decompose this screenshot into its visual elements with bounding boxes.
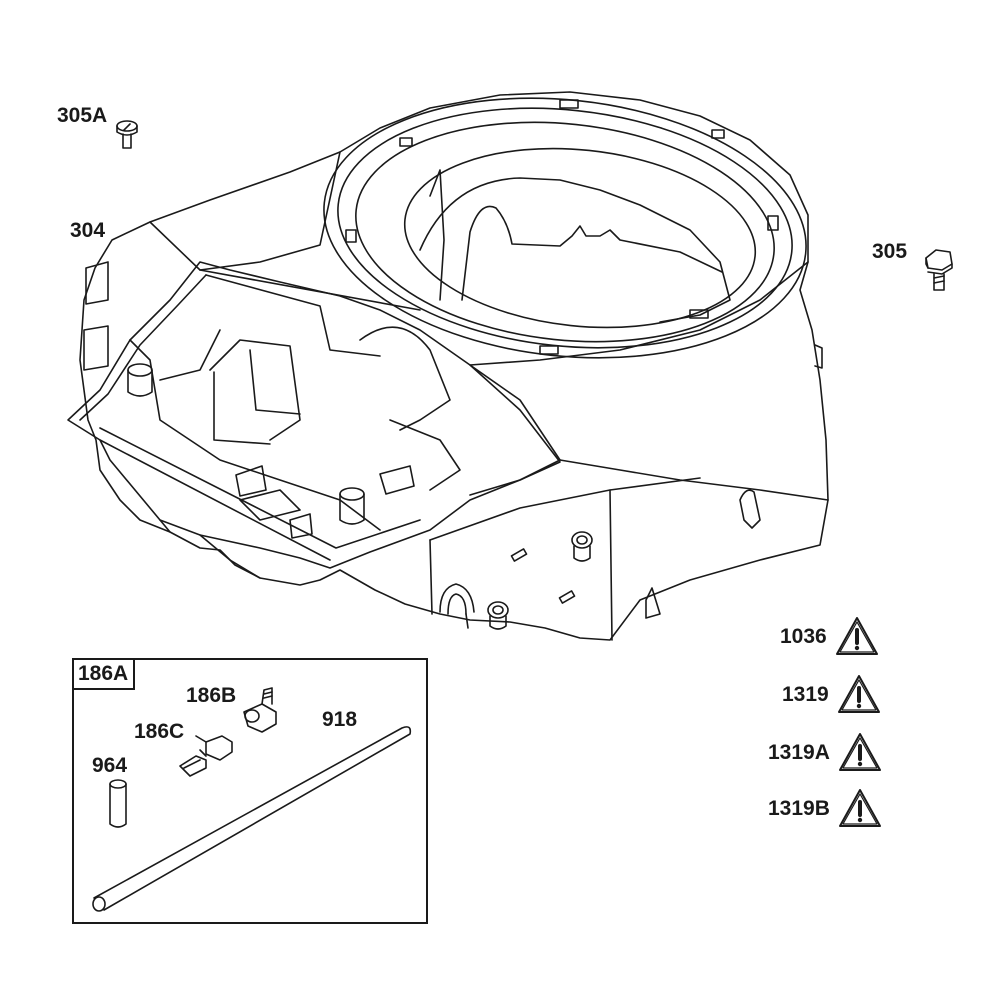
warning-1319: 1319 [782, 674, 881, 714]
callout-918: 918 [322, 708, 358, 731]
callout-186c: 186C [134, 720, 185, 743]
callout-305a: 305A [57, 104, 108, 127]
callout-305: 305 [872, 240, 908, 263]
kit-tag: 186A [72, 658, 136, 690]
fan-inlet-ring [323, 97, 807, 359]
callout-964: 964 [92, 754, 128, 777]
tube-964-drawing [109, 779, 127, 828]
warning-label: 1036 [780, 624, 827, 648]
fitting-186c-drawing [179, 735, 233, 777]
warning-triangle-icon [838, 789, 881, 827]
housing-fasteners-detail [439, 531, 593, 630]
screw-305a-drawing [116, 120, 138, 149]
tube-918-drawing [92, 726, 412, 912]
front-tray [67, 261, 561, 579]
warning-triangle-icon [838, 733, 881, 771]
warning-label: 1319A [768, 740, 830, 764]
warning-label: 1319B [768, 796, 830, 820]
warning-1319b: 1319B [768, 788, 882, 828]
warning-label: 1319 [782, 682, 829, 706]
callout-186b: 186B [186, 684, 237, 707]
kit-box-186a: 186A [72, 658, 428, 924]
fitting-186b-drawing [243, 687, 277, 733]
callout-304: 304 [70, 219, 106, 242]
blower-housing [79, 91, 829, 641]
warning-triangle-icon [835, 617, 878, 655]
warning-1319a: 1319A [768, 732, 882, 772]
bolt-305-drawing [925, 249, 953, 291]
warning-triangle-icon [837, 675, 880, 713]
warning-1036: 1036 [780, 616, 879, 656]
kit-label: 186A [78, 662, 129, 685]
